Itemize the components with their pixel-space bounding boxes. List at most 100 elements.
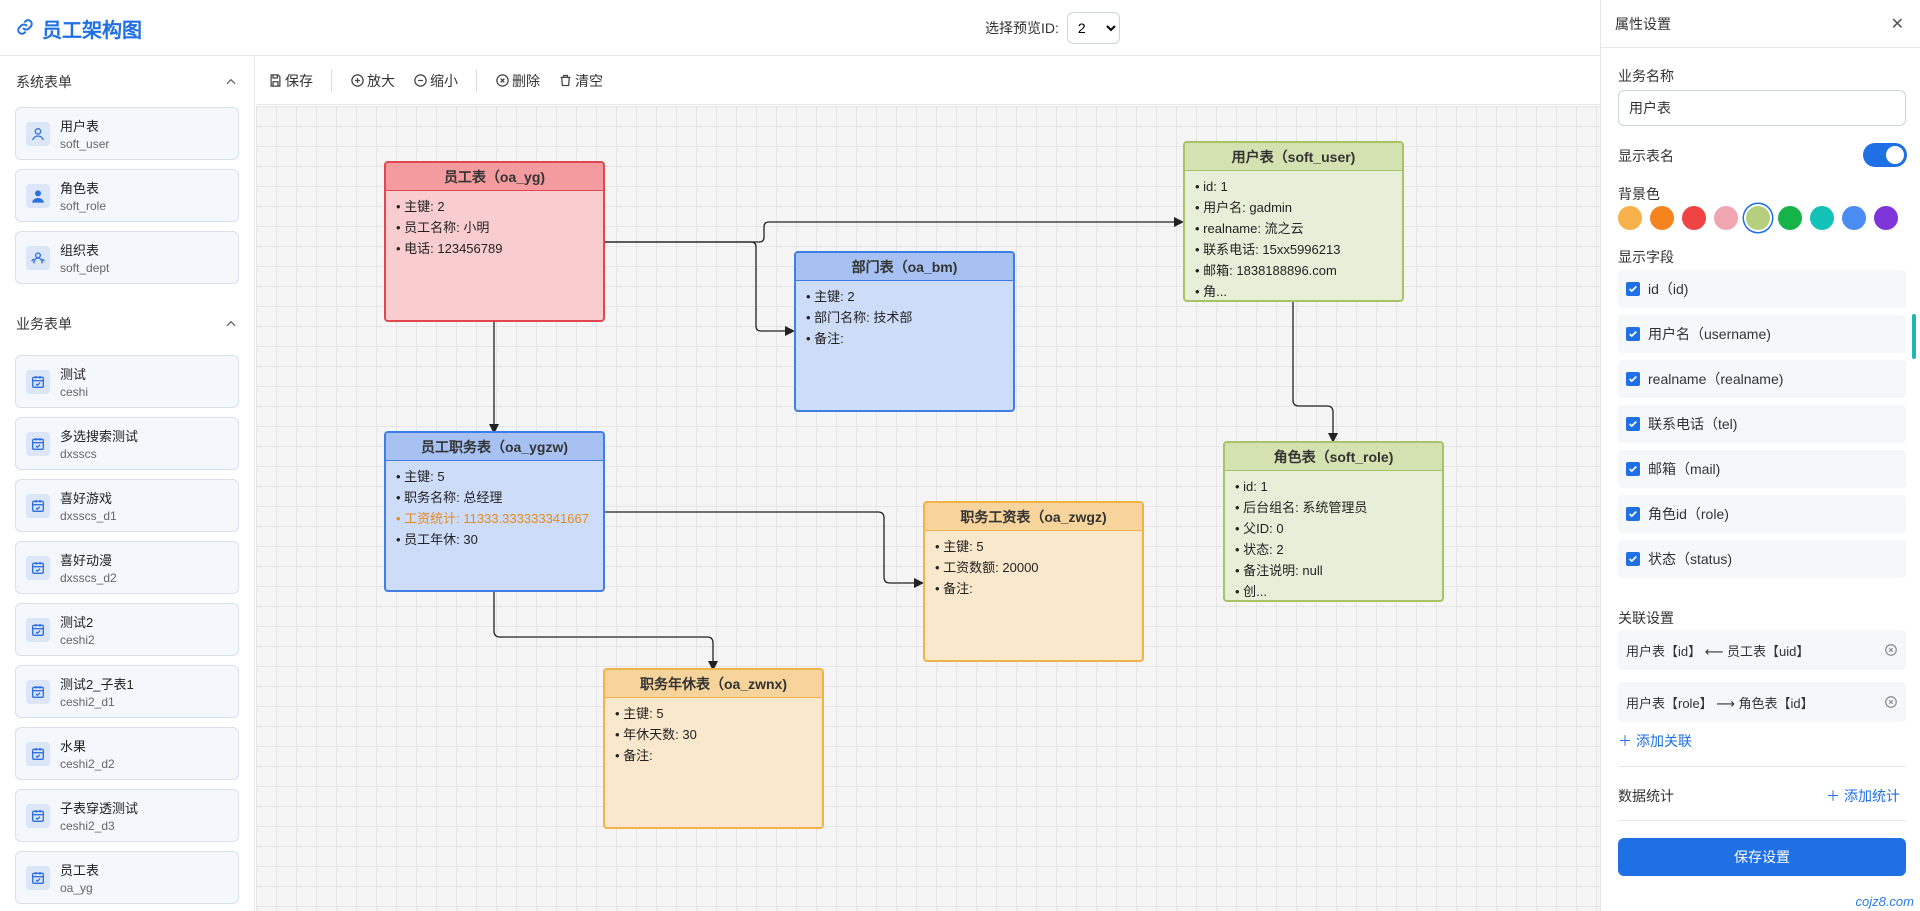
node-soft-user[interactable]: 用户表（soft_user) • id: 1 • 用户名: gadmin • r… [1183,141,1404,302]
calendar-form-icon [26,865,50,890]
node-soft-role[interactable]: 角色表（soft_role) • id: 1 • 后台组名: 系统管理员 • 父… [1223,441,1444,602]
node-oa-yg[interactable]: 员工表（oa_yg) • 主键: 2 • 员工名称: 小明 • 电话: 1234… [384,161,605,322]
sidebar-item-code: dxsscs [60,447,97,461]
save-settings-button[interactable]: 保存设置 [1618,838,1906,876]
node-field: • 电话: 123456789 [396,241,503,256]
show-name-toggle[interactable] [1863,143,1907,167]
field-row[interactable]: 角色id（role) [1618,495,1906,533]
minus-circle-icon [414,74,427,87]
checkbox-checked-icon[interactable] [1626,282,1640,296]
color-swatch[interactable] [1746,206,1770,230]
checkbox-checked-icon[interactable] [1626,507,1640,521]
save-button[interactable]: 保存 [268,71,313,91]
sidebar-item-code: ceshi [60,385,89,399]
zoom-in-button[interactable]: 放大 [350,71,395,91]
node-field: • 备注: [806,331,844,346]
clear-button[interactable]: 清空 [558,71,603,91]
calendar-form-icon [26,431,50,456]
node-field: • 年休天数: 30 [615,727,697,742]
display-fields-list: id（id) 用户名（username) realname（realname) 联系电… [1618,270,1906,592]
add-relation-button[interactable]: ＋ 添加关联 [1618,731,1692,751]
close-icon[interactable]: ✕ [1890,15,1904,33]
biz-name-input[interactable]: 用户表 [1618,90,1906,126]
checkbox-checked-icon[interactable] [1626,417,1640,431]
node-field: • 角... [1195,284,1227,299]
node-field: • 备注: [935,581,973,596]
plus-icon: ＋ [1826,788,1840,804]
role-icon [26,183,50,208]
zoom-out-label: 缩小 [430,72,458,89]
sidebar-item-code: soft_user [60,137,110,151]
field-row[interactable]: 状态（status) [1618,540,1906,578]
zoom-in-label: 放大 [367,72,395,89]
node-title: 用户表（soft_user) [1185,143,1402,171]
color-swatch[interactable] [1874,206,1898,230]
color-swatch[interactable] [1618,206,1642,230]
trash-icon [560,74,571,87]
field-label: 用户名（username) [1648,326,1771,342]
diagram-canvas[interactable]: 员工表（oa_yg) • 主键: 2 • 员工名称: 小明 • 电话: 1234… [256,106,1600,911]
relation-edges [489,217,1338,671]
zoom-out-button[interactable]: 缩小 [413,71,458,91]
org-icon [26,245,50,270]
checkbox-checked-icon[interactable] [1626,552,1640,566]
color-swatch[interactable] [1682,206,1706,230]
color-swatch[interactable] [1714,206,1738,230]
system-forms-title: 系统表单 [16,74,72,90]
color-swatch[interactable] [1842,206,1866,230]
color-swatch[interactable] [1778,206,1802,230]
color-swatch[interactable] [1810,206,1834,230]
business-forms-header[interactable]: 业务表单 [0,293,254,355]
fields-label: 显示字段 [1618,249,1674,265]
checkbox-checked-icon[interactable] [1626,462,1640,476]
fields-scrollbar[interactable] [1912,314,1916,359]
save-label: 保存 [285,72,313,89]
color-swatch[interactable] [1650,206,1674,230]
system-forms-header[interactable]: 系统表单 [0,57,254,107]
chevron-up-icon[interactable] [224,317,238,331]
node-oa-zwnx[interactable]: 职务年休表（oa_zwnx) • 主键: 5 • 年休天数: 30 • 备注: [603,668,824,829]
node-field: • realname: 流之云 [1195,221,1304,236]
remove-relation-icon[interactable] [1884,695,1898,709]
chevron-up-icon[interactable] [224,75,238,89]
node-oa-ygzw[interactable]: 员工职务表（oa_ygzw) • 主键: 5 • 职务名称: 总经理 • 工资统… [384,431,605,592]
sidebar-item-name: 测试2_子表1 [60,677,134,692]
plus-icon: ＋ [1618,733,1632,749]
field-row[interactable]: id（id) [1618,270,1906,308]
sidebar-item-name: 喜好游戏 [60,491,113,506]
field-row[interactable]: realname（realname) [1618,360,1906,398]
preview-id-select[interactable]: 2 [1066,12,1120,44]
relation-row: 用户表【role】 ⟶ 角色表【id】 [1618,682,1906,722]
edge-user-to-role [1292,302,1338,443]
delete-button[interactable]: 删除 [495,71,540,91]
checkbox-checked-icon[interactable] [1626,372,1640,386]
biz-name-label: 业务名称 [1618,68,1674,84]
checkbox-checked-icon[interactable] [1626,327,1640,341]
node-oa-zwgz[interactable]: 职务工资表（oa_zwgz) • 主键: 5 • 工资数额: 20000 • 备… [923,501,1144,662]
sidebar-item-name: 水果 [60,739,87,754]
field-label: 角色id（role) [1648,506,1729,522]
node-oa-bm[interactable]: 部门表（oa_bm) • 主键: 2 • 部门名称: 技术部 • 备注: [794,251,1015,412]
bg-color-label: 背景色 [1618,186,1660,202]
node-field: • 备注: [615,748,653,763]
field-row[interactable]: 联系电话（tel) [1618,405,1906,443]
sidebar-item-name: 组织表 [60,243,100,258]
field-row[interactable]: 用户名（username) [1618,315,1906,353]
remove-relation-icon[interactable] [1884,643,1898,657]
node-field: • id: 1 [1195,179,1228,194]
add-stats-button[interactable]: ＋ 添加统计 [1826,786,1900,806]
field-row[interactable]: 邮箱（mail) [1618,450,1906,488]
